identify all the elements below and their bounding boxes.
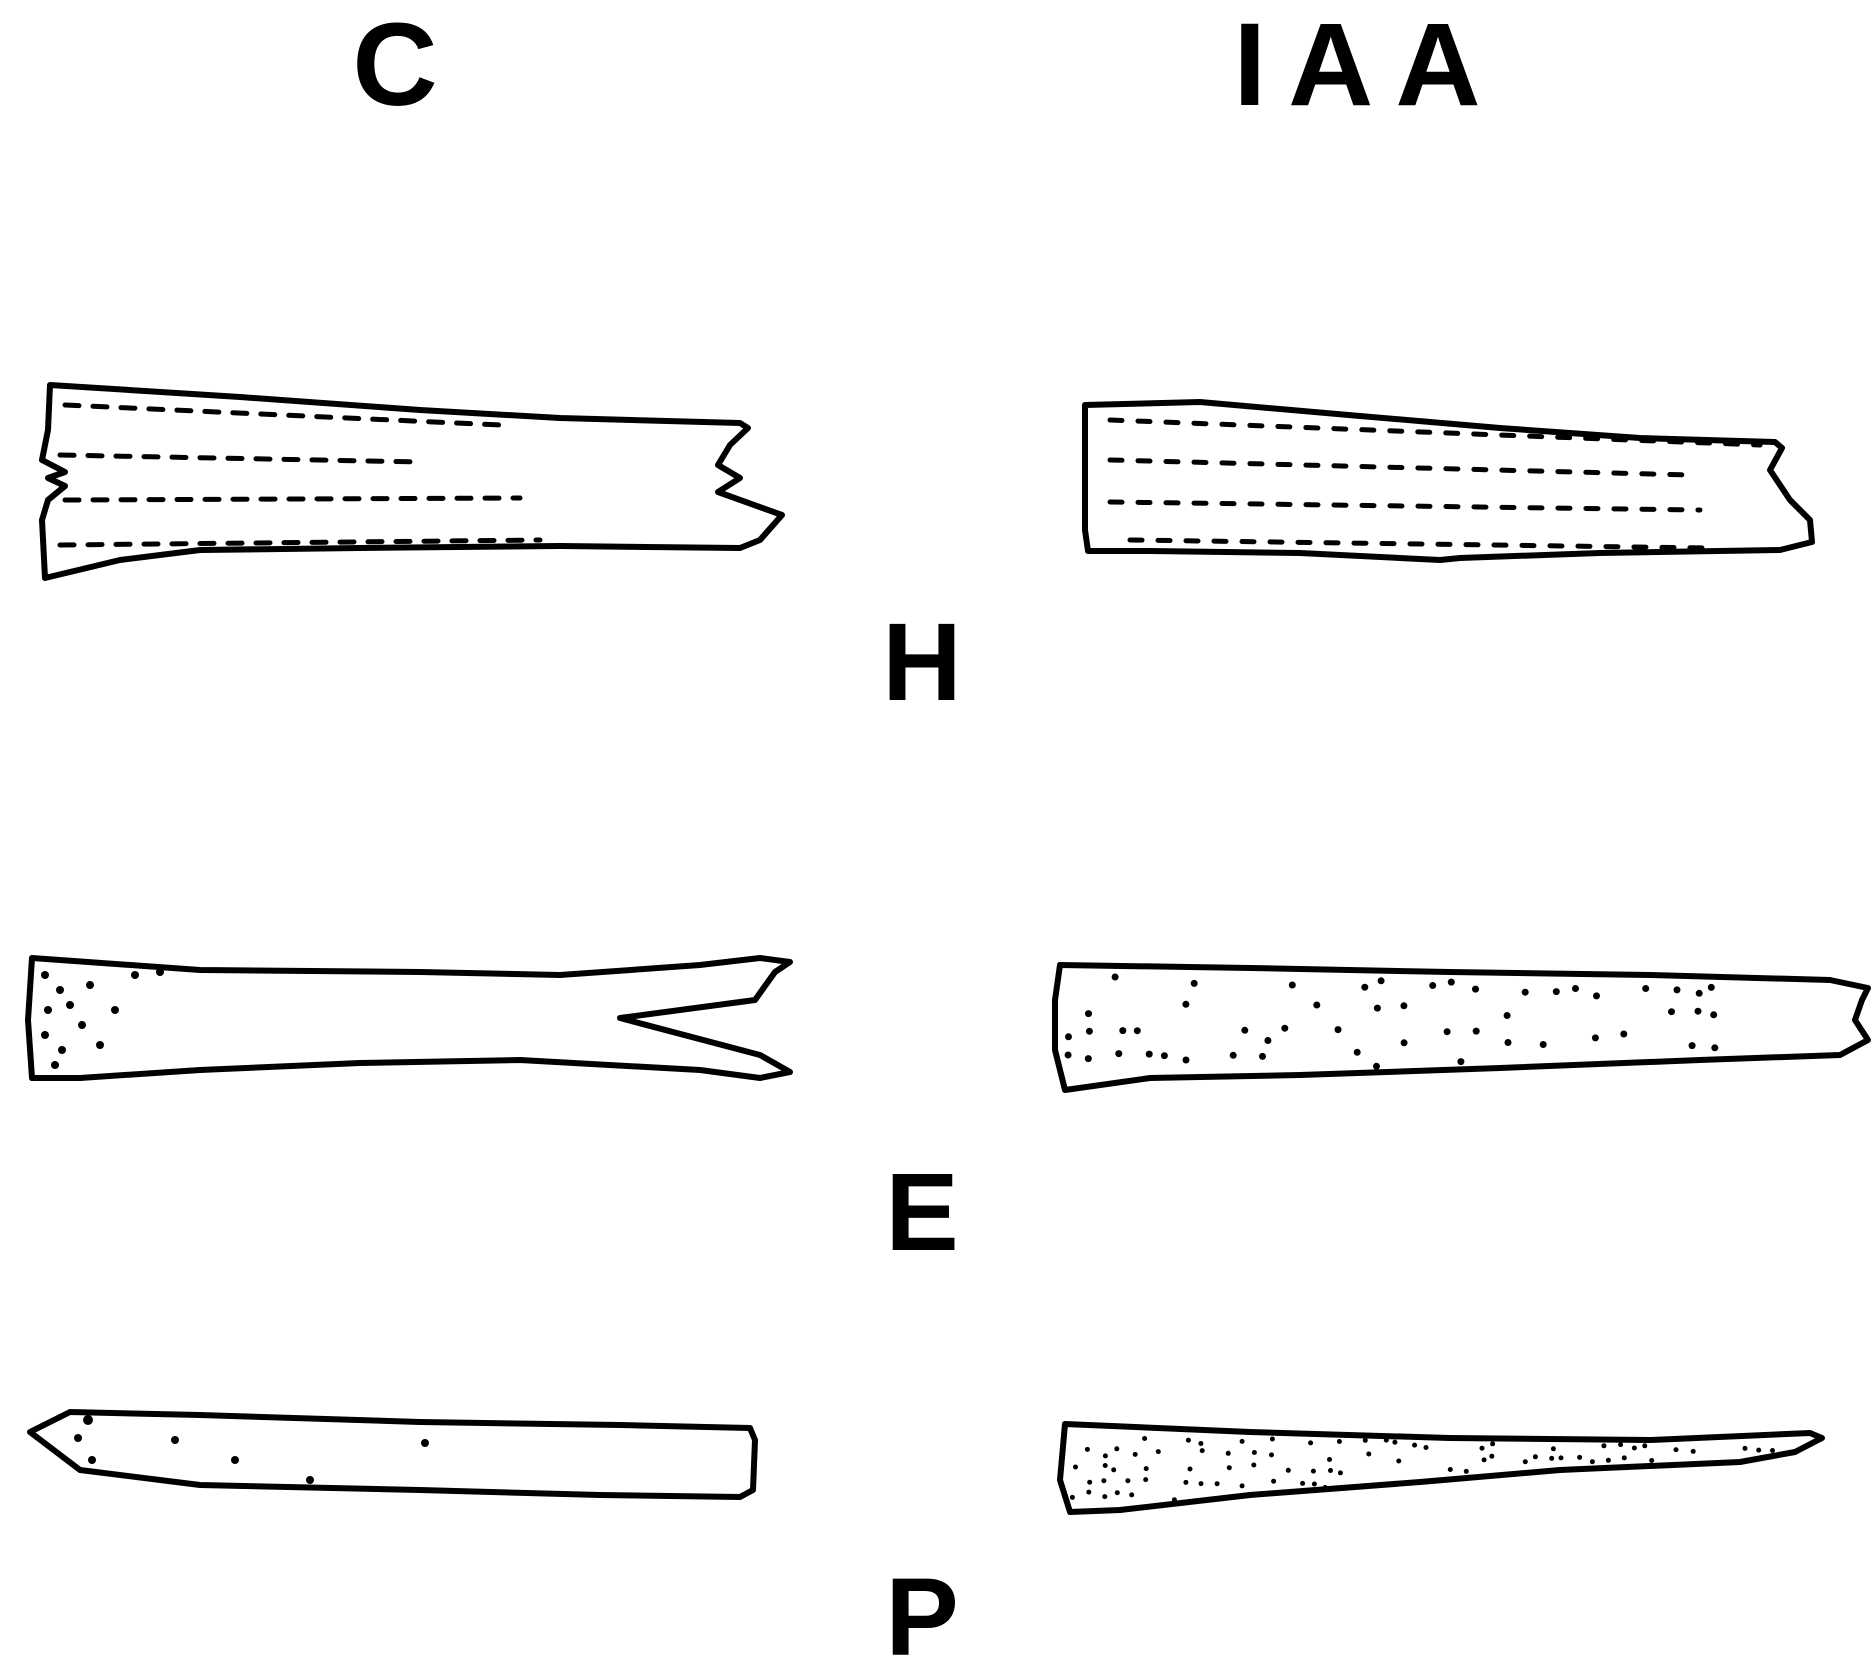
segment-p-iaa [1060, 1424, 1822, 1512]
segment-p-control [30, 1412, 755, 1497]
segment-h-control [42, 385, 782, 578]
column-label-iaa: IAA [1233, 0, 1502, 131]
segment-e-control [28, 958, 790, 1078]
segment-e-iaa [1055, 965, 1868, 1090]
row-label-p: P [885, 1556, 958, 1663]
row-label-h: H [882, 601, 961, 724]
segment-h-iaa [1085, 402, 1812, 560]
column-label-control: C [352, 0, 437, 131]
row-label-e: E [885, 1151, 958, 1274]
